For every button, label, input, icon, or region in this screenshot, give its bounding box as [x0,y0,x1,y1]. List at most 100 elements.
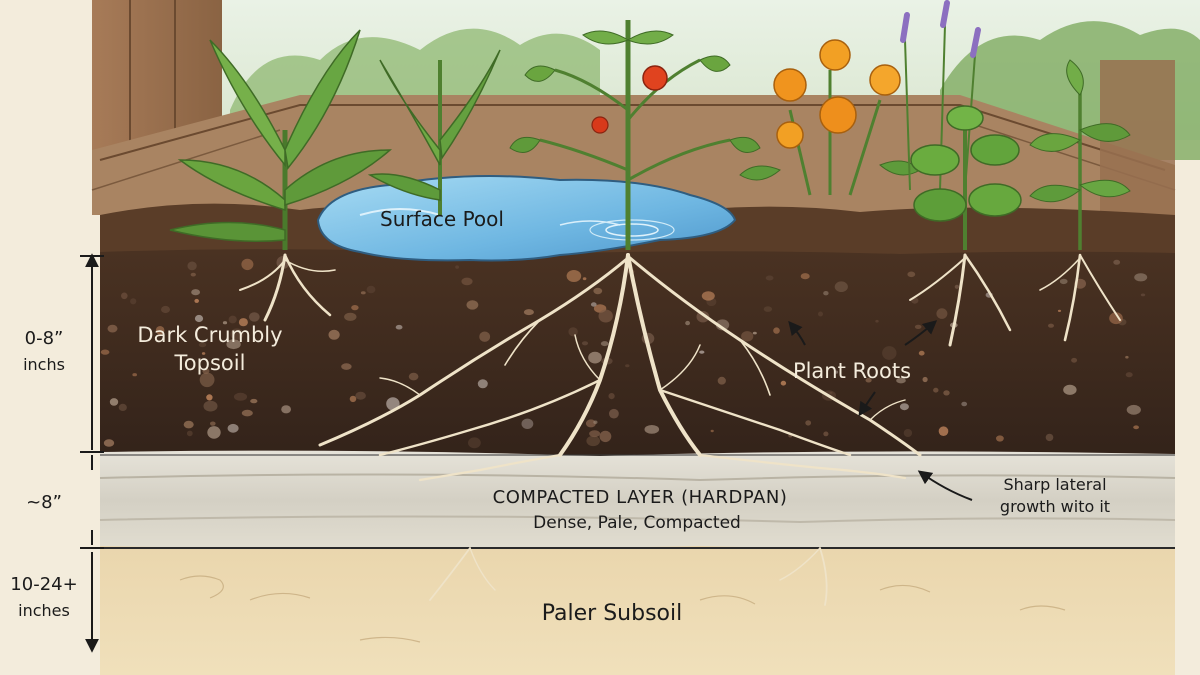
soil-pebble [922,376,928,383]
soil-pebble [351,305,359,311]
soil-pebble [875,319,879,323]
soil-pebble [765,275,774,281]
soil-pebble [187,261,197,271]
lateral-growth-label-line2: growth wito it [1000,497,1110,516]
leafy-plant-left [169,29,392,250]
soil-pebble [1134,273,1148,282]
soil-pebble [699,350,705,354]
soil-pebble [201,352,206,355]
soil-pebble [773,327,780,334]
soil-pebble [109,398,119,406]
soil-pebble [568,327,578,337]
soil-pebble [741,331,754,342]
soil-pebble [685,320,690,326]
soil-pebble [198,325,203,329]
soil-pebble [194,298,199,303]
soil-pebble [455,265,459,269]
surface-pool-label: Surface Pool [380,207,504,231]
soil-pebble [800,273,810,280]
depth-hardpan-value: ~8” [26,492,62,513]
hardpan-title: COMPACTED LAYER (HARDPAN) [493,487,788,508]
soil-pebble [395,324,403,330]
soil-pebble [203,400,218,412]
soil-pebble [1140,293,1146,297]
soil-pebble [896,377,906,384]
soil-pebble [609,408,619,419]
soil-pebble [121,292,128,300]
small-plant-right [1029,59,1131,250]
soil-pebble [943,390,950,396]
tomato-fruit-small [591,116,609,134]
soil-pebble [226,339,241,350]
soil-pebble [521,418,534,429]
soil-pebble [408,372,419,381]
soil-pebble [586,435,600,447]
tomato-plant [509,20,761,250]
soil-pebble [468,437,481,449]
soil-pebble [466,300,479,310]
soil-pebble [593,287,603,295]
depth-subsoil-value: 10-24+ [10,574,77,595]
topsoil-label-line2: Topsoil [174,351,246,375]
soil-pebble [865,377,872,383]
soil-pebble [344,312,357,321]
soil-pebble [823,431,829,437]
soil-pebble [710,429,714,433]
soil-pebble [1126,404,1141,415]
soil-pebble [194,314,204,323]
plants [169,0,1131,250]
soil-pebble [834,281,848,293]
soil-pebble [625,364,630,368]
soil-pebble [1125,355,1129,359]
tall-plant [367,49,501,215]
raised-bed-frame [91,0,1176,230]
soil-pebble [186,430,193,437]
soil-pebble [899,403,909,411]
soil-pebble [818,311,823,317]
soil-pebble [161,305,170,314]
soil-pebble [961,401,968,407]
soil-pebble [366,285,376,294]
soil-pebble [199,372,215,388]
soil-pebble [191,289,201,296]
soil-pebble [228,315,237,324]
soil-pebble [600,341,609,347]
subsoil-texture [179,575,1066,643]
annotation-arrows [788,320,973,501]
soil-pebble [823,291,829,296]
soil-pebble [599,430,612,443]
subsoil-layer [100,546,1175,675]
soil-pebble [936,308,948,319]
basil-plant [910,105,1022,250]
topsoil-label-line1: Dark Crumbly [137,323,282,347]
soil-pebble [1125,372,1133,378]
depth-subsoil-unit: inches [18,601,70,620]
soil-pebble [907,271,916,278]
soil-pebble [1048,323,1054,328]
soil-pebble [914,324,922,329]
soil-pebble [1113,259,1121,265]
soil-pebble [461,277,473,286]
soil-pebble [582,277,587,281]
soil-pebble [1071,357,1078,363]
soil-pebble [581,341,589,346]
soil-pebble [477,379,488,389]
soil-pebble [233,392,248,401]
soil-pebble [1045,433,1054,442]
depth-scale [80,253,104,653]
soil-pebble [281,405,291,414]
depth-topsoil-value: 0-8” [25,328,64,349]
soil-pebble [585,419,596,428]
soil-pebble [206,394,213,401]
soil-pebble [207,426,221,439]
soil-pebble [752,331,757,335]
soil-pebble [386,397,400,411]
soil-pebble [349,395,357,403]
soil-pebble [328,329,340,340]
soil-pebble [608,393,615,400]
soil-pebble [717,376,726,385]
soil-pebble [118,403,127,411]
soil-pebble [155,326,165,335]
